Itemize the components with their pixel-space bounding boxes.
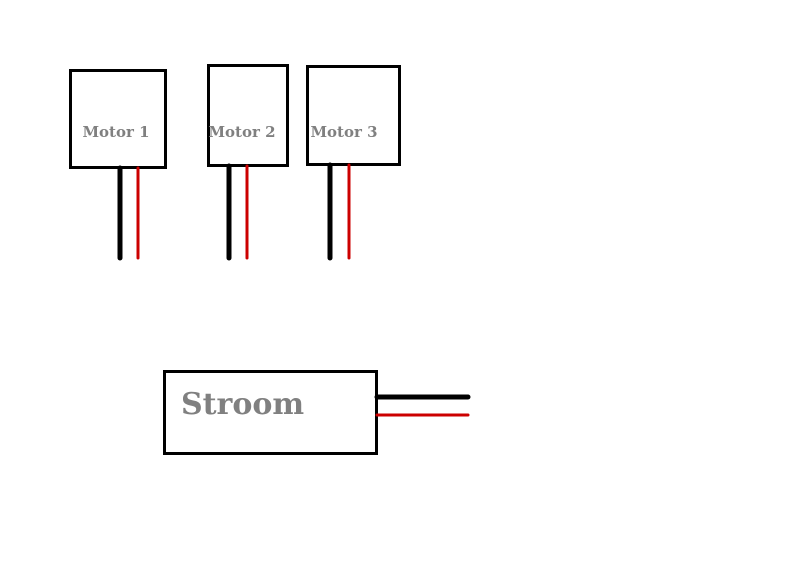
motor-2-label: Motor 2 <box>208 123 275 141</box>
motor-1-label: Motor 1 <box>82 123 149 141</box>
power-source: Stroom <box>163 370 471 455</box>
motor-1: Motor 1 <box>69 69 167 261</box>
motor-3: Motor 3 <box>306 65 401 261</box>
motor-2-box <box>207 64 289 167</box>
power-source-box <box>163 370 378 455</box>
motor-3-label: Motor 3 <box>310 123 377 141</box>
motor-3-box <box>306 65 401 166</box>
motor-1-box <box>69 69 167 169</box>
motor-2: Motor 2 <box>207 64 289 261</box>
power-source-label: Stroom <box>181 387 304 422</box>
